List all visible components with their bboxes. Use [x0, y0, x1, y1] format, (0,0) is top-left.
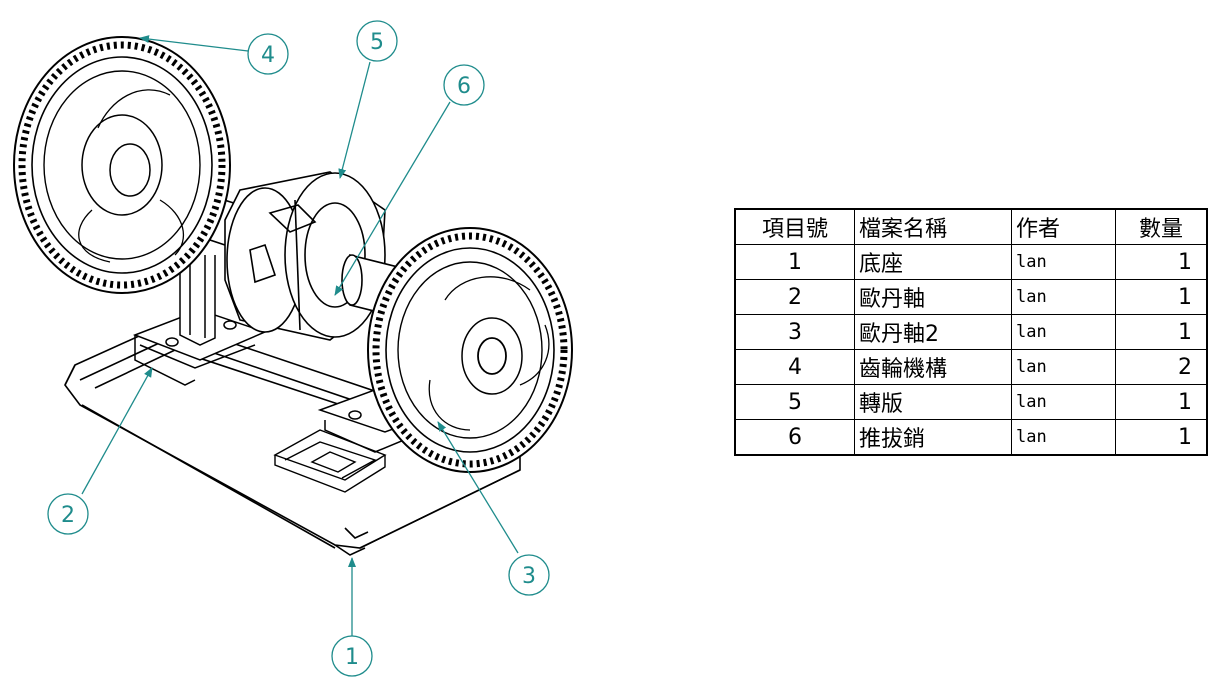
header-author: 作者	[1011, 208, 1116, 245]
leader-2	[81, 367, 153, 495]
header-file-name: 檔案名稱	[854, 208, 1012, 245]
balloon-5	[356, 20, 398, 62]
cell-author: lan	[1011, 419, 1116, 456]
balloon-1	[331, 635, 373, 677]
cell-quantity: 1	[1115, 314, 1208, 350]
cell-file-name: 歐丹軸2	[854, 314, 1012, 350]
balloon-2	[47, 493, 89, 535]
cell-author: lan	[1011, 384, 1116, 420]
balloon-2-label: 2	[61, 503, 75, 528]
balloon-4	[247, 33, 289, 75]
gear-left	[13, 36, 231, 294]
leader-lines	[81, 35, 519, 636]
cell-file-name: 推拔銷	[854, 419, 1012, 456]
leader-3	[437, 421, 519, 554]
cell-file-name: 底座	[854, 244, 1012, 280]
gear-right	[367, 227, 573, 473]
cell-author: lan	[1011, 244, 1116, 280]
table-row: 2 歐丹軸 lan 1	[734, 279, 1208, 315]
cell-quantity: 2	[1115, 349, 1208, 385]
leader-4	[139, 35, 249, 52]
cell-file-name: 齒輪機構	[854, 349, 1012, 385]
table-row: 4 齒輪機構 lan 2	[734, 349, 1208, 385]
balloon-6-label: 6	[457, 74, 471, 99]
cell-item-number: 1	[734, 244, 855, 280]
cell-file-name: 歐丹軸	[854, 279, 1012, 315]
leader-5	[338, 61, 371, 179]
cell-item-number: 6	[734, 419, 855, 456]
balloon-4-label: 4	[261, 43, 275, 68]
cell-author: lan	[1011, 349, 1116, 385]
balloon-6	[443, 64, 485, 106]
cell-item-number: 3	[734, 314, 855, 350]
bill-of-materials-table: 項目號 檔案名稱 作者 數量 1 底座 lan 1 2 歐丹軸 lan 1 3 …	[734, 208, 1208, 456]
balloon-5-label: 5	[370, 30, 384, 55]
cell-quantity: 1	[1115, 244, 1208, 280]
balloon-1-label: 1	[345, 645, 359, 670]
balloon-3	[508, 554, 550, 596]
bom-header-row: 項目號 檔案名稱 作者 數量	[734, 208, 1208, 245]
table-row: 6 推拔銷 lan 1	[734, 419, 1208, 456]
cell-author: lan	[1011, 279, 1116, 315]
balloon-labels: 4 5 6 2 3 1	[61, 30, 536, 670]
table-row: 3 歐丹軸2 lan 1	[734, 314, 1208, 350]
leader-6	[334, 101, 451, 296]
balloons	[47, 20, 550, 677]
cell-file-name: 轉版	[854, 384, 1012, 420]
header-quantity: 數量	[1115, 208, 1208, 245]
cell-author: lan	[1011, 314, 1116, 350]
table-row: 1 底座 lan 1	[734, 244, 1208, 280]
cell-item-number: 4	[734, 349, 855, 385]
balloon-3-label: 3	[522, 564, 536, 589]
base-slot	[273, 429, 387, 493]
cell-quantity: 1	[1115, 384, 1208, 420]
cell-quantity: 1	[1115, 279, 1208, 315]
header-item-number: 項目號	[734, 208, 855, 245]
cell-item-number: 2	[734, 279, 855, 315]
left-bearing-support	[132, 255, 268, 386]
cell-quantity: 1	[1115, 419, 1208, 456]
base-plate	[64, 321, 521, 556]
cell-item-number: 5	[734, 384, 855, 420]
table-row: 5 轉版 lan 1	[734, 384, 1208, 420]
oldham-coupling	[224, 171, 386, 341]
